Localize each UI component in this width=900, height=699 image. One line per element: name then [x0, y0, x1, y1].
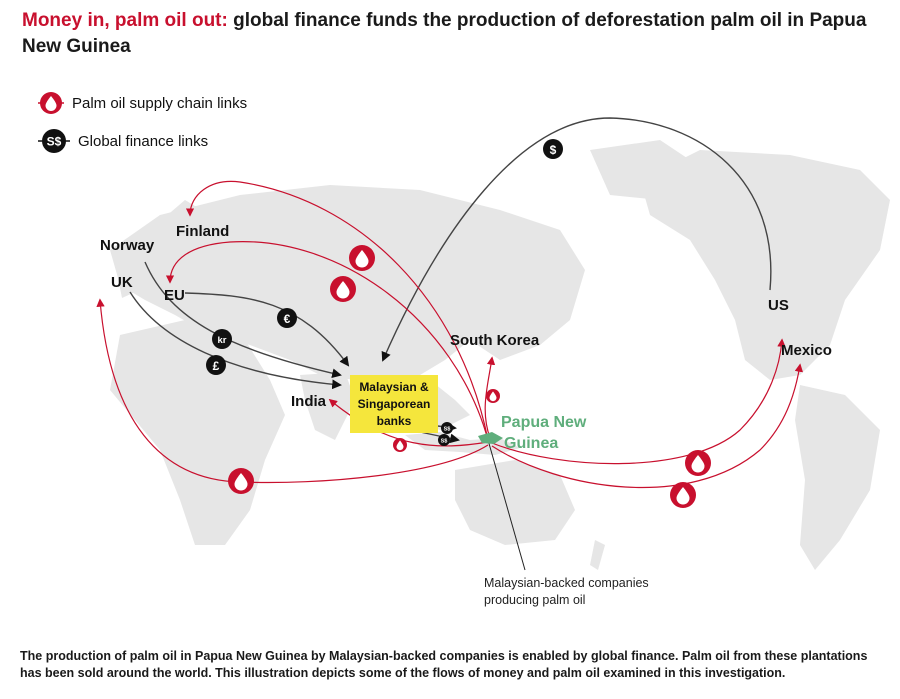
palm-flow-mexico: [491, 363, 804, 489]
label-norway: Norway: [100, 237, 155, 254]
label-finland: Finland: [176, 223, 229, 240]
annotation: Malaysian-backed companies producing pal…: [484, 576, 649, 607]
label-mexico: Mexico: [781, 342, 832, 359]
landmass-scandinavia: [150, 200, 210, 270]
finance-coin-symbol: S$: [47, 135, 62, 149]
banks-line2: Singaporean: [358, 397, 431, 411]
landmass-japan: [528, 300, 548, 345]
world-flow-map: $ € kr £ S$ S$ Malaysian & Singaporean b…: [96, 117, 890, 607]
legend-palm-oil-label: Palm oil supply chain links: [72, 94, 248, 112]
palm-drop-icon: [349, 245, 375, 271]
png-shape: [478, 432, 503, 444]
finance-flows: [129, 117, 772, 444]
banks-box: Malaysian & Singaporean banks: [350, 375, 438, 433]
title-highlight: Money in, palm oil out:: [22, 10, 228, 31]
euro-coin: [277, 308, 297, 328]
caption: The production of palm oil in Papua New …: [20, 649, 868, 680]
palm-drop-icon-small: [486, 389, 500, 403]
finance-flow-uk: [129, 291, 342, 390]
finance-flow-png-2: [419, 431, 460, 444]
annotation-leader-line: [487, 439, 526, 571]
label-eu: EU: [164, 287, 185, 304]
legend-finance-label: Global finance links: [78, 132, 209, 150]
sgd-coin-2-symbol: S$: [441, 439, 448, 445]
palm-oil-drop-icon: [38, 92, 64, 114]
palm-flow-finland: [185, 180, 489, 441]
label-png-line1: Papua New: [501, 414, 587, 431]
finance-flow-norway: [144, 261, 342, 379]
currency-coins: $ € kr £ S$ S$: [206, 139, 563, 446]
landmass-africa: [110, 320, 285, 545]
annotation-line2: producing palm oil: [484, 593, 585, 607]
sgd-coin-1: [441, 422, 453, 434]
label-png-line2: Guinea: [504, 435, 558, 452]
banks-line1: Malaysian &: [359, 380, 429, 394]
label-india: India: [291, 393, 327, 410]
landmass-australia: [455, 460, 575, 545]
palm-flow-south-korea: [484, 356, 496, 439]
landmass-uk: [118, 272, 135, 298]
palm-oil-markers: [228, 245, 711, 508]
finance-flow-us: [381, 117, 772, 362]
page-title: Money in, palm oil out: global finance f…: [22, 8, 882, 60]
landmass-greenland: [590, 140, 690, 200]
label-uk: UK: [111, 274, 133, 291]
krone-coin-symbol: kr: [218, 335, 227, 346]
krone-coin: [212, 329, 232, 349]
legend-palm-oil: Palm oil supply chain links: [36, 90, 247, 116]
palm-flow-us: [491, 338, 786, 465]
legend-finance: S$ Global finance links: [36, 128, 208, 154]
landmass-south-america: [795, 385, 880, 570]
pound-coin: [206, 355, 226, 375]
palm-drop-icon: [670, 482, 696, 508]
palm-drop-icon: [685, 450, 711, 476]
palm-drop-icon-small: [393, 438, 407, 452]
euro-coin-symbol: €: [284, 312, 291, 326]
title-rest: global finance funds the production of d…: [22, 10, 867, 57]
dollar-coin: [543, 139, 563, 159]
label-south-korea: South Korea: [450, 332, 540, 349]
palm-drop-icon: [330, 276, 356, 302]
world-landmass: [110, 140, 890, 570]
landmass-indonesia: [405, 432, 520, 455]
place-labels: Norway Finland UK EU India South Korea U…: [100, 223, 832, 452]
palm-drop-icon: [228, 468, 254, 494]
palm-flow-eu: [165, 241, 489, 441]
sgd-coin-1-symbol: S$: [444, 427, 451, 433]
finance-coin-icon: S$: [38, 129, 70, 153]
landmass-north-america: [640, 150, 890, 380]
dollar-coin-symbol: $: [550, 143, 557, 157]
sgd-coin-2: [438, 434, 450, 446]
pound-coin-symbol: £: [213, 359, 220, 373]
annotation-line1: Malaysian-backed companies: [484, 576, 649, 590]
banks-line3: banks: [377, 414, 412, 428]
label-us: US: [768, 297, 789, 314]
finance-flow-eu: [184, 292, 350, 367]
landmass-new-zealand: [590, 540, 605, 570]
palm-oil-flows: [96, 180, 804, 489]
